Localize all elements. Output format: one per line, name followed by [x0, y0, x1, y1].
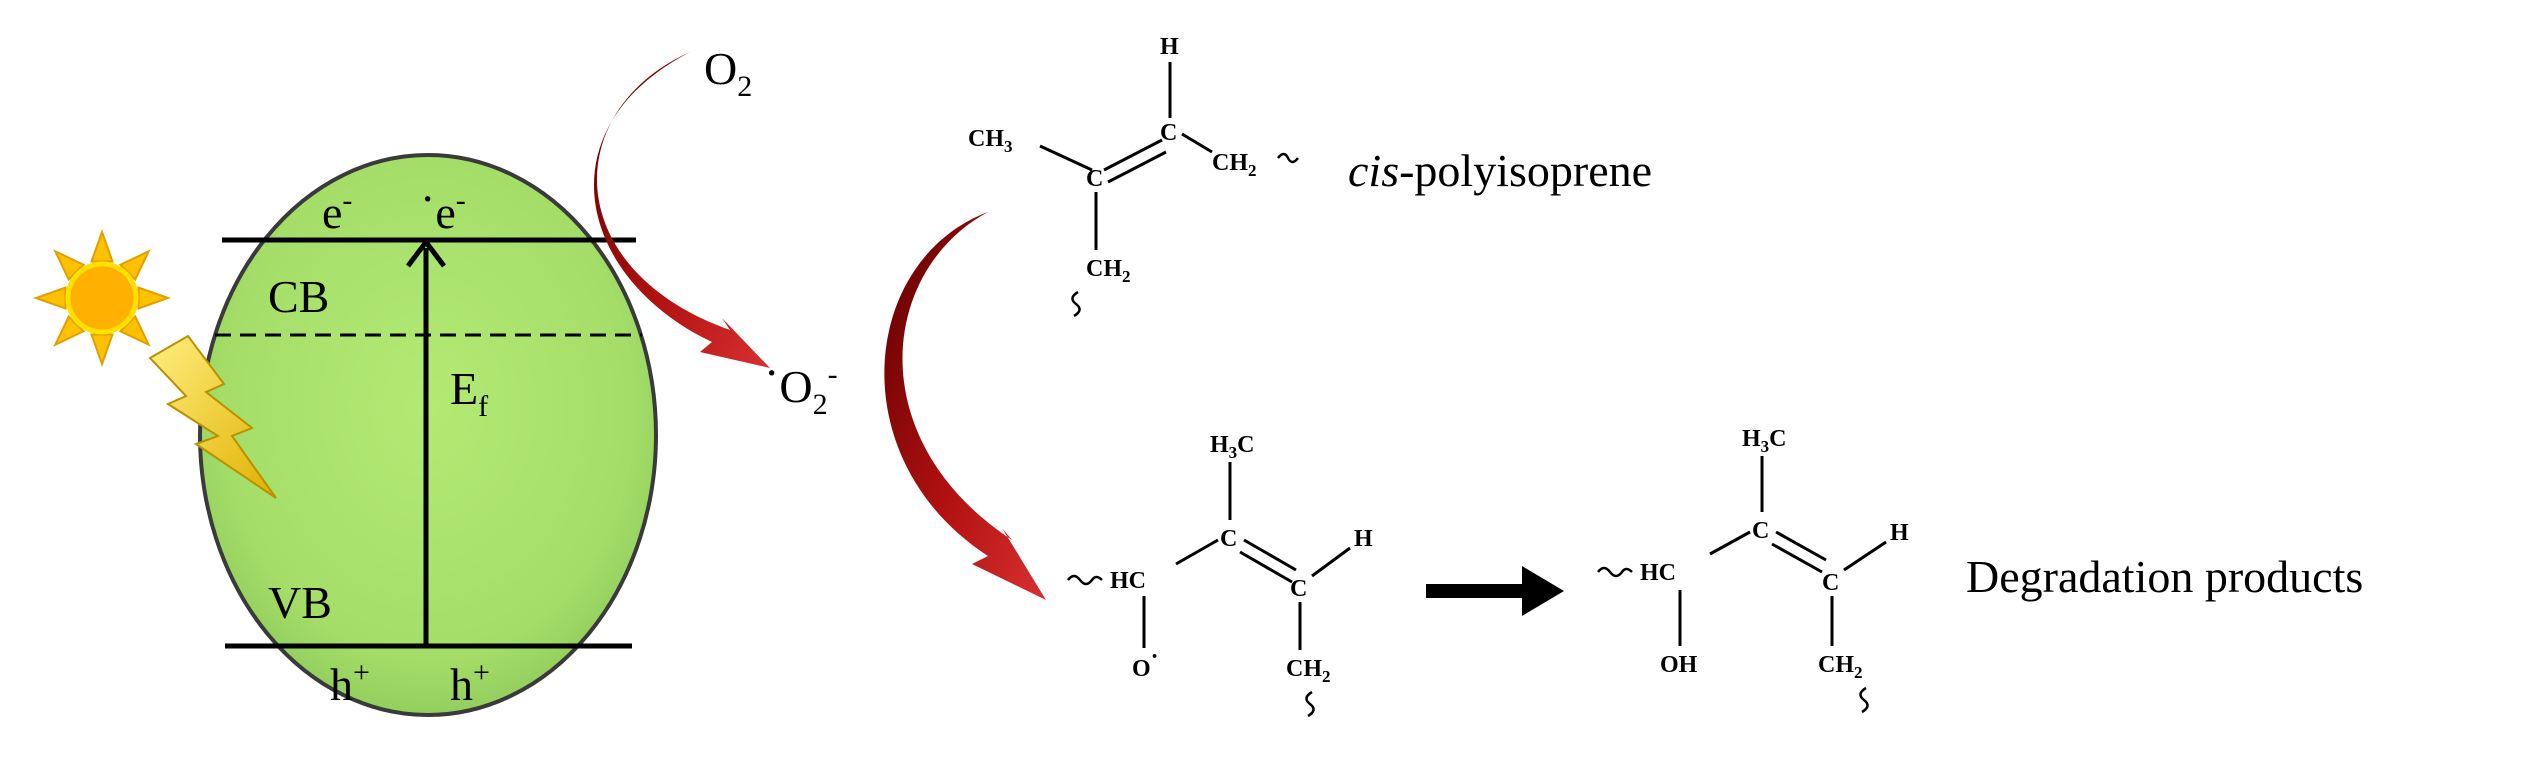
int-atom-h3c: H3C: [1210, 432, 1255, 462]
cb-electron-right: ·e-: [420, 173, 466, 238]
int-chain-squiggle-left: [1067, 574, 1103, 586]
int-atom-c-right: C: [1290, 576, 1307, 602]
sun-ray: [137, 286, 171, 310]
atom-c-right: C: [1160, 120, 1177, 146]
polymer-attack-arrow: [884, 212, 1046, 600]
vb-hole-right: h+: [450, 656, 490, 710]
degradation-products-label: Degradation products: [1966, 551, 2363, 602]
int-bond-c-h: [1311, 546, 1351, 578]
sun-ray: [118, 249, 151, 282]
prod-atom-h3c: H3C: [1742, 426, 1787, 456]
bond-c-ch2-right: [1181, 132, 1213, 154]
int-atom-h: H: [1354, 526, 1373, 552]
prod-atom-ch2: CH2: [1818, 652, 1863, 682]
int-atom-o-radical: O·: [1132, 644, 1159, 682]
fermi-level-label: Ef: [450, 363, 488, 423]
prod-chain-squiggle-down: [1859, 686, 1869, 714]
sun-ray: [90, 229, 114, 263]
prod-atom-oh: OH: [1660, 652, 1698, 678]
superoxide-label: ·O2-: [764, 347, 838, 421]
vb-label: VB: [268, 577, 332, 628]
int-atom-hc: HC: [1110, 568, 1146, 594]
prod-atom-hc: HC: [1640, 560, 1676, 586]
polymer-name: cis-polyisoprene: [1348, 145, 1652, 196]
photocatalyst-particle: e- ·e- CB Ef VB h+ h+: [198, 153, 658, 717]
cis-polyisoprene-structure: CH3 C C H CH2 CH2: [968, 34, 1299, 318]
double-bond-2: [1107, 150, 1167, 184]
sun-ray: [33, 286, 67, 310]
oxygen-label: O2: [704, 43, 752, 103]
prod-double-bond-2: [1771, 542, 1823, 574]
chain-squiggle-down: [1071, 290, 1081, 318]
prod-double-bond-1: [1775, 530, 1827, 562]
cb-electron-left: e-: [322, 184, 352, 238]
prod-bond-c-h: [1843, 540, 1887, 572]
int-double-bond-1: [1243, 538, 1297, 572]
vb-hole-left: h+: [330, 656, 370, 710]
reaction-arrow: [1426, 566, 1564, 616]
radical-intermediate-structure: H3C C C H HC O· CH2: [1067, 432, 1373, 718]
atom-ch3: CH3: [968, 126, 1013, 156]
atom-ch2-down: CH2: [1086, 256, 1131, 286]
bond-ch3-c: [1039, 144, 1093, 172]
sun-ray: [53, 314, 86, 347]
atom-h: H: [1160, 34, 1179, 60]
atom-c-left: C: [1086, 166, 1103, 192]
sun-icon: [33, 229, 171, 367]
int-chain-squiggle-down: [1305, 690, 1315, 718]
sun-ray: [53, 249, 86, 282]
excitation-arrow-head: [406, 237, 446, 268]
int-double-bond-2: [1239, 550, 1293, 584]
int-atom-c-left: C: [1220, 526, 1237, 552]
prod-atom-h: H: [1890, 520, 1909, 546]
prod-atom-c-left: C: [1752, 518, 1769, 544]
lightning-icon: [148, 334, 277, 499]
double-bond-1: [1103, 138, 1163, 172]
prod-bond-hc-c: [1709, 530, 1751, 556]
sun-ray: [90, 333, 114, 367]
int-atom-ch2: CH2: [1286, 656, 1331, 686]
sun-ray: [118, 314, 151, 347]
chain-squiggle-right: [1277, 152, 1299, 164]
cb-label: CB: [268, 271, 329, 322]
prod-atom-c-right: C: [1822, 570, 1839, 596]
degradation-product-structure: H3C C C H HC OH CH2: [1597, 426, 1909, 714]
prod-chain-squiggle-left: [1597, 566, 1633, 578]
atom-ch2-right: CH2: [1212, 150, 1257, 180]
int-bond-hc-c: [1175, 538, 1219, 566]
